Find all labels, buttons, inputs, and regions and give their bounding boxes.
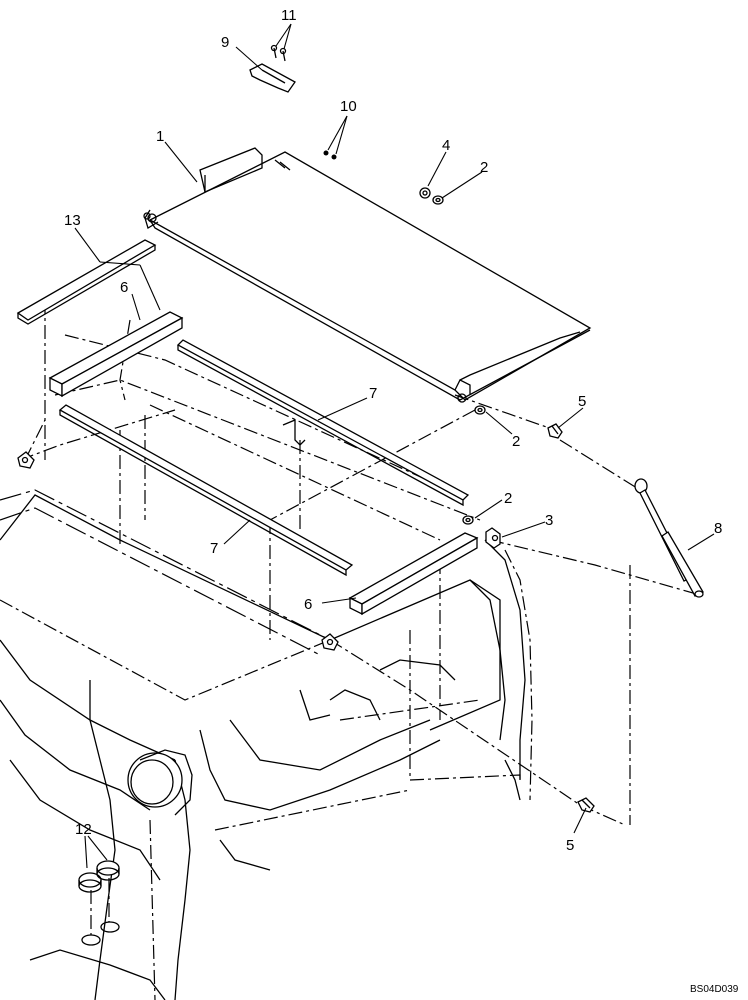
hinge-tabs [17, 451, 339, 651]
part-3-nut [485, 527, 501, 549]
callout-8: 8 [714, 520, 722, 537]
part-2-washer-mid [474, 405, 486, 415]
callout-7-upper: 7 [369, 385, 377, 402]
part-10-pins [323, 150, 337, 160]
callout-2-lower: 2 [504, 490, 512, 507]
part-8-gas-strut [634, 478, 704, 598]
part-4-nut [419, 187, 431, 199]
callout-9: 9 [221, 34, 229, 51]
callout-4: 4 [442, 137, 450, 154]
leader-lines [74, 23, 715, 869]
part-7-upper-strip [176, 339, 470, 507]
reference-code: BS04D039 [690, 984, 739, 995]
part-6-lower-block [348, 532, 479, 616]
part-2-washer-top [432, 195, 444, 205]
callout-2-top: 2 [480, 159, 488, 176]
callout-3: 3 [545, 512, 553, 529]
callout-7-lower: 7 [210, 540, 218, 557]
part-13-strip [16, 239, 157, 325]
callout-6-upper: 6 [120, 279, 128, 296]
callout-13: 13 [64, 212, 81, 229]
part-12-plugs [78, 860, 120, 946]
callout-2-mid: 2 [512, 433, 520, 450]
callout-5-upper: 5 [578, 393, 586, 410]
callout-5-lower: 5 [566, 837, 574, 854]
chassis-frame [0, 300, 533, 1000]
part-1-cover-panel [143, 147, 592, 403]
part-9-bracket [249, 63, 296, 93]
callout-11: 11 [281, 7, 297, 24]
callout-10: 10 [340, 98, 357, 115]
part-2-washer-lower [462, 515, 474, 525]
callout-6-lower: 6 [304, 596, 312, 613]
part-7-lower-strip [58, 404, 354, 577]
part-11-screws [270, 44, 287, 62]
callout-12: 12 [75, 821, 92, 838]
callout-labels: 1 2 4 2 2 3 5 5 6 6 7 7 8 9 10 11 12 13 … [64, 7, 739, 995]
callout-1: 1 [156, 128, 164, 145]
part-5-ball-stud-lower [577, 797, 595, 813]
clip-on-strip [282, 419, 306, 446]
part-6-upper-block [48, 311, 184, 398]
